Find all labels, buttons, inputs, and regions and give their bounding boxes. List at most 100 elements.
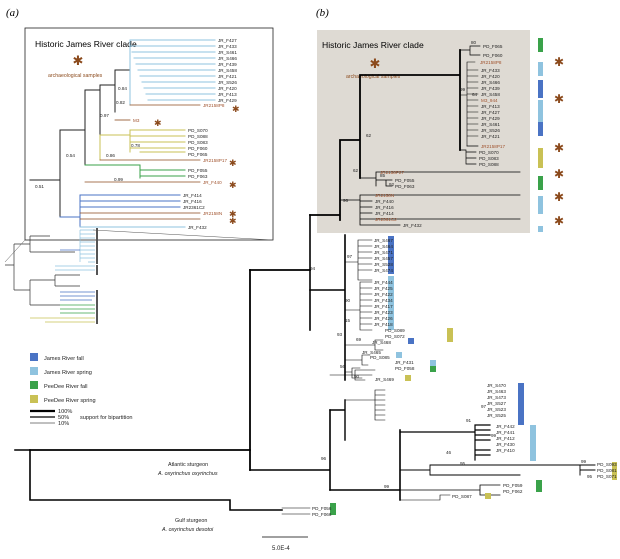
support-value: 15 — [345, 318, 351, 323]
support-value: 92 — [389, 182, 395, 187]
support-label: 10% — [58, 421, 69, 427]
inset-tip-label: JR_F413 — [218, 92, 237, 97]
support-caption: support for bipartition — [80, 415, 133, 421]
inset-tip-label: JR_F420 — [218, 86, 237, 91]
inset-tip-label: PD_F065 — [188, 152, 208, 157]
tip-label: JR_S473 — [487, 395, 506, 400]
tip-label: PD_S089 — [385, 328, 405, 333]
inset-tip-label: JR_F427 — [218, 38, 237, 43]
tip-label: JR_S474 — [374, 268, 393, 273]
inset-support-value: 0.82 — [116, 100, 125, 105]
legend-swatch-peedee-spring — [30, 395, 38, 403]
inset-tip-label: JR_F429 — [218, 98, 237, 103]
population-bar-james-spring — [538, 226, 543, 232]
support-value: 56 — [340, 364, 346, 369]
population-bar-peedee-spring — [538, 148, 543, 168]
overview-tip-dots — [96, 228, 98, 324]
gulf-latin-name: A. oxyrinchus desotoi — [161, 527, 214, 533]
tip-label: JR_F412 — [496, 436, 515, 441]
support-value: 80 — [471, 40, 477, 45]
panel-label-a: (a) — [6, 7, 19, 19]
clade-tip-labels: PD_F065 PD_F060 JR2158P8 JR_F433 JR_F420… — [375, 44, 505, 228]
tip-label: JR_F440 — [375, 199, 394, 204]
support-value: 91 — [466, 418, 472, 423]
population-bar-james-fall — [518, 383, 524, 425]
tip-label: PD_S071 — [597, 474, 617, 479]
tip-label: JR_S461 — [481, 122, 500, 127]
population-bar-james-spring — [538, 196, 543, 214]
inset-support-value: 0.54 — [66, 153, 75, 158]
tip-label: JR_F442 — [496, 424, 515, 429]
inset-tree — [29, 39, 216, 228]
star-icon: ✱ — [229, 158, 237, 168]
inset-archaeological-stars: ✱ ✱ ✱ ✱ ✱ ✱ — [154, 104, 240, 226]
tip-label: JR2158P8 — [480, 60, 502, 65]
tip-label: JR_S464 — [374, 244, 393, 249]
support-value: 99 — [460, 87, 466, 92]
population-bar-peedee-spring — [485, 493, 491, 499]
tip-label: JR_S466 — [481, 80, 500, 85]
tip-label: JR_F417 — [374, 304, 393, 309]
panel-a-inset: Historic James River clade ✱ archaeologi… — [24, 27, 274, 241]
support-label: 100% — [58, 409, 72, 415]
support-value: 69 — [356, 337, 362, 342]
legend-label: James River fall — [44, 356, 84, 362]
tip-label: JR_F422 — [374, 292, 393, 297]
tip-label: PD_S070 — [479, 150, 499, 155]
inset-tip-label: JR_F414 — [183, 193, 202, 198]
support-value: 95 — [460, 461, 466, 466]
tip-label: JR_F410 — [496, 448, 515, 453]
inset-tip-label: JR_S466 — [218, 56, 237, 61]
tip-label: PD_S081 — [597, 468, 617, 473]
support-value: 99 — [384, 484, 390, 489]
inset-tip-label: PD_F055 — [188, 168, 208, 173]
population-bar-peedee-fall — [538, 38, 543, 52]
atlantic-common-name: Atlantic sturgeon — [168, 462, 208, 468]
support-value: 90 — [345, 298, 351, 303]
clade-star-icon: ✱ — [370, 56, 381, 71]
population-bar-james-spring — [538, 100, 543, 122]
main-tree — [14, 45, 596, 515]
legend-swatch-peedee-fall — [30, 381, 38, 389]
star-icon: ✱ — [229, 216, 237, 226]
population-bar-james-spring — [388, 276, 394, 330]
tip-label: M3_944 — [481, 98, 498, 103]
legend: James River fall James River spring PeeD… — [30, 353, 133, 427]
inset-tip-label: PD_S088 — [188, 134, 208, 139]
legend-label: James River spring — [44, 370, 92, 376]
tip-label: JR_S525 — [487, 413, 506, 418]
atlantic-latin-name: A. oxyrinchus oxyrinchus — [157, 471, 218, 477]
inset-tip-label: JR2158P17 — [203, 158, 227, 163]
population-bar-james-fall — [388, 236, 394, 274]
tip-label: JR_F414 — [375, 211, 394, 216]
population-bar-peedee-spring — [612, 462, 617, 480]
tip-label: JR_F416 — [375, 205, 394, 210]
inset-tip-label: JR_F433 — [218, 44, 237, 49]
population-bar-james-spring — [530, 425, 536, 461]
inset-clade-title: Historic James River clade — [35, 39, 137, 49]
support-value: 99 — [581, 459, 587, 464]
population-bar-peedee-fall — [330, 503, 336, 515]
tip-label: PD_S087 — [452, 494, 472, 499]
support-value: 94 — [310, 266, 316, 271]
inset-tip-label: JR2361C2 — [183, 205, 205, 210]
tip-label: JR_F413 — [481, 104, 500, 109]
tip-label: PD_F063 — [395, 184, 415, 189]
tip-label: JR_F441 — [496, 430, 515, 435]
tip-label: PD_S085 — [370, 355, 390, 360]
inset-support-value: 0.84 — [118, 86, 127, 91]
inset-tip-label: JR_S526 — [218, 80, 237, 85]
inset-tip-label: PD_F063 — [188, 174, 208, 179]
population-bar-james-spring — [538, 62, 543, 76]
support-value: 46 — [446, 450, 452, 455]
support-value: 95 — [587, 474, 593, 479]
tip-label: JR_F425 — [374, 286, 393, 291]
inset-support-value: 0.97 — [100, 113, 109, 118]
inset-tip-labels: JR_F427 JR_F433 JR_S461 JR_S466 JR_F439 … — [133, 38, 237, 230]
inset-tip-label: JR_F439 — [218, 62, 237, 67]
inset-archaeological-label: archaeological samples — [48, 73, 103, 79]
tip-label: JR_S463 — [487, 389, 506, 394]
historic-clade-highlight — [317, 30, 530, 233]
inset-support-value: 0.86 — [106, 153, 115, 158]
tip-label: JR_F432 — [403, 223, 422, 228]
